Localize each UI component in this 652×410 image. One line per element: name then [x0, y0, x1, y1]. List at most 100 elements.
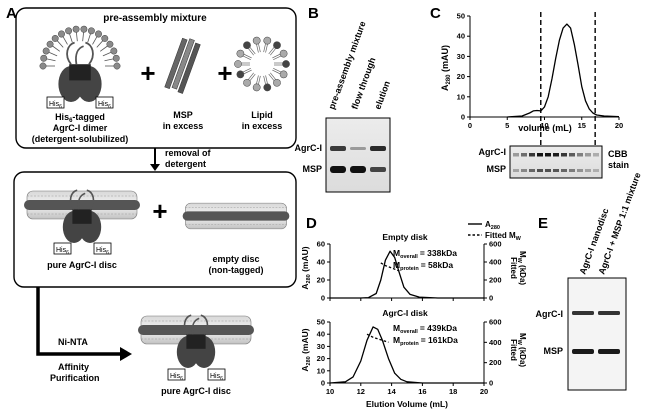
msp-label-2: in excess	[163, 121, 204, 131]
gel-e	[567, 277, 627, 391]
gel-e-msp-label: MSP	[543, 346, 563, 356]
affinity-label-2: Purification	[50, 373, 100, 383]
y-tick-label: 60	[317, 240, 325, 249]
stain-label: stain	[608, 160, 629, 170]
series-fitted-mw	[380, 262, 400, 272]
lipid-molecule-icon	[234, 60, 250, 68]
msp-label: MSP	[173, 110, 193, 120]
detergent-molecule-icon	[80, 25, 88, 42]
detergent-molecule-icon	[87, 27, 95, 43]
pure-disc-label: pure AgrC-I disc	[47, 260, 117, 270]
gel-c-agrc-band	[577, 153, 583, 157]
series-fitted-mw	[366, 333, 389, 343]
removal-label-2: detergent	[165, 159, 206, 169]
chart-d-bottom-title: AgrC-I disk	[382, 308, 428, 318]
y-tick-label: 40	[317, 258, 325, 267]
affinity-label: Affinity	[58, 362, 89, 372]
svg-text:His6: His6	[96, 247, 109, 256]
chart-d-bottom-y2label: Fitted	[509, 339, 518, 361]
gel-c-agrc-band	[529, 153, 535, 157]
bottom-m-overall: Moverall= 439kDa	[393, 323, 457, 335]
lipid-molecule-icon	[252, 75, 261, 92]
gel-c-msp-band	[545, 169, 551, 172]
chart-d-xlabel: Elution Volume (mL)	[366, 399, 448, 409]
x-tick-label: 0	[468, 121, 472, 130]
chart-d-top-title: Empty disk	[382, 232, 428, 242]
gel-c-msp-band	[537, 169, 543, 172]
gel-c-agrc-label: AgrC-I	[479, 147, 507, 157]
detergent-molecule-icon	[104, 54, 120, 62]
mixture-title: pre-assembly mixture	[103, 13, 207, 24]
panel-e-letter: E	[538, 215, 548, 232]
panel-b: B pre-assembly mixture flow through elut…	[295, 5, 392, 193]
x-tick-label: 20	[615, 121, 623, 130]
gel-c-agrc-band	[545, 153, 551, 157]
gel-c-agrc-band	[561, 153, 567, 157]
lipid-label: Lipid	[251, 110, 273, 120]
detergent-molecule-icon	[65, 27, 73, 43]
detergent-molecule-icon	[40, 54, 56, 62]
detergent-molecule-icon	[92, 30, 102, 45]
x-tick-label: 20	[480, 387, 488, 396]
detergent-molecule-icon	[102, 47, 118, 57]
lipid-molecule-icon	[243, 41, 256, 56]
top-m-overall: Moverall= 338kDa	[393, 248, 457, 260]
svg-text:His6: His6	[98, 101, 111, 110]
chart-d-bottom-ylabel: A280 (mAU)	[300, 328, 312, 371]
empty-disc-icon	[182, 202, 290, 230]
detergent-molecule-icon	[51, 35, 64, 48]
x-tick-label: 15	[578, 121, 586, 130]
detergent-molecule-icon	[105, 62, 121, 70]
gel-e-agrc-label: AgrC-I	[536, 309, 564, 319]
dimer-label-2: AgrC-I dimer	[53, 123, 108, 133]
panel-e: E AgrC-I nanodisc AgrC-I + MSP 1:1 mixtu…	[536, 171, 643, 391]
legend-a280: A280	[485, 220, 500, 231]
gel-c-msp-band	[553, 169, 559, 172]
chart-d-top-y2label: Fitted	[509, 257, 518, 279]
svg-text:His6: His6	[170, 373, 183, 382]
panel-b-letter: B	[308, 5, 319, 22]
gel-b	[325, 117, 391, 193]
x-tick-label: 10	[540, 121, 548, 130]
y2-tick-label: 200	[489, 358, 502, 367]
y-tick-label: 0	[321, 379, 325, 388]
chart-c-xlabel: volume (mL)	[518, 123, 572, 133]
gel-c-msp-band	[577, 169, 583, 172]
lipid-molecule-icon	[272, 67, 288, 79]
gel-c-agrc-band	[593, 153, 599, 157]
gel-b-agrc-label: AgrC-I	[295, 143, 323, 153]
y-tick-label: 0	[321, 294, 325, 303]
lipid-molecule-icon	[272, 49, 288, 61]
y2-tick-label: 600	[489, 318, 502, 327]
agrc-disc-icon	[23, 189, 141, 244]
his-tag-right: His	[210, 373, 221, 380]
his-tag-left: His	[56, 247, 67, 254]
dimer-label-3: (detergent-solubilized)	[32, 134, 129, 144]
lipid-molecule-icon	[252, 36, 261, 53]
plus-icon: +	[152, 196, 167, 226]
y-tick-label: 30	[457, 52, 465, 61]
detergent-molecule-icon	[42, 47, 58, 57]
lipid-icon	[234, 36, 290, 92]
detergent-molecule-icon	[58, 30, 68, 45]
chart-d-bottom-y2label-2: MW (kDa)	[516, 333, 527, 367]
gel-c-msp-band	[593, 169, 599, 172]
chart-d-top-y2label-2: MW (kDa)	[516, 251, 527, 285]
y-tick-label: 50	[317, 318, 325, 327]
gel-c-msp-band	[561, 169, 567, 172]
bottom-m-protein: Mprotein= 161kDa	[393, 335, 458, 347]
his-tag-right: His	[96, 247, 107, 254]
y2-tick-label: 0	[489, 379, 493, 388]
gel-c-agrc-band	[537, 153, 543, 157]
final-disc-icon	[137, 314, 255, 369]
x-tick-label: 12	[357, 387, 365, 396]
lipid-molecule-icon	[268, 72, 281, 87]
lipid-molecule-icon	[236, 67, 252, 79]
svg-text:His6: His6	[49, 101, 62, 110]
lipid-molecule-icon	[274, 60, 290, 68]
gel-c-agrc-band	[553, 153, 559, 157]
